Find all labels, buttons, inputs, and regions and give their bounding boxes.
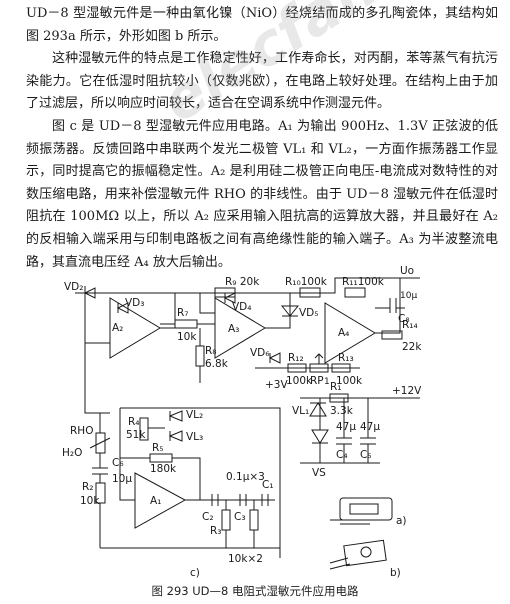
label-vd3: VD₃	[125, 297, 144, 309]
sensor-structure-illustration	[339, 497, 393, 521]
resistor-r11-symbol	[344, 287, 366, 298]
capacitor-c3-symbol	[239, 494, 247, 506]
label-c1: C₁	[262, 479, 274, 491]
label-c1c3-value: 0.1μ×3	[226, 471, 265, 483]
label-vl1: VL₁	[292, 405, 309, 417]
label-fig-b: b)	[390, 567, 401, 579]
label-r4: R₄	[128, 416, 140, 428]
label-r13: R₁₃	[338, 352, 354, 364]
opamp-a3-symbol	[214, 297, 266, 359]
label-vd6: VD₆	[250, 347, 269, 359]
label-plus3v: +3V	[265, 379, 288, 391]
label-c4: C₄	[336, 449, 348, 461]
paragraph-2: 这种湿敏元件的特点是工作稳定性好，工作寿命长，对丙酮，苯等蒸气有抗污染能力。它在…	[26, 51, 498, 112]
label-r8: R₈	[205, 345, 217, 357]
label-fig-c: c)	[190, 567, 200, 579]
resistor-r14-symbol	[381, 330, 403, 340]
label-c4-value: 47μ	[336, 421, 356, 433]
label-h2o: H₂O	[62, 447, 82, 459]
resistor-r10-symbol	[299, 287, 321, 298]
resistor-r12-symbol	[287, 363, 307, 373]
label-r9: R₉ 20k	[225, 276, 260, 288]
capacitor-c2-symbol	[211, 494, 219, 506]
label-uo: Uo	[400, 265, 414, 277]
label-r5-value: 180k	[150, 463, 177, 475]
capacitor-c8-symbol	[389, 298, 397, 313]
label-c6: C₆	[112, 457, 124, 469]
paragraph-1: UD－8 型湿敏元件是一种由氧化镍（NiO）经烧结而成的多孔陶瓷体，其结构如图 …	[26, 6, 498, 44]
diode-vd5-symbol	[280, 305, 300, 317]
label-c5-value: 47μ	[360, 421, 380, 433]
label-r7-value: 10k	[177, 331, 197, 343]
resistor-r4-symbol	[139, 417, 149, 441]
label-a1: A₁	[150, 495, 161, 507]
label-r3: R₃	[210, 525, 222, 537]
paragraph-3: 图 c 是 UD－8 型湿敏元件应用电路。A₁ 为输出 900Hz、1.3V 正…	[26, 118, 499, 270]
label-vd2: VD₂	[64, 281, 83, 293]
led-vl3-symbol	[168, 430, 183, 442]
diode-vd6-symbol	[268, 352, 281, 364]
label-r12-value: 100k	[286, 375, 313, 387]
capacitor-c6-symbol	[92, 467, 108, 475]
label-r7: R₇	[177, 307, 189, 319]
zener-vs-symbol	[311, 429, 329, 444]
resistor-r7-symbol	[174, 319, 198, 329]
diode-vd4-symbol	[223, 292, 236, 304]
label-r14: R₁₄	[402, 319, 418, 331]
label-rho: RHO	[70, 425, 93, 437]
label-r2-value: 10k	[80, 495, 100, 507]
label-r14-value: 22k	[402, 341, 422, 353]
figure-caption: 图 293 UD—8 电阻式湿敏元件应用电路	[151, 584, 359, 598]
label-a4: A₄	[338, 327, 349, 339]
opamp-a2-symbol	[109, 297, 161, 359]
resistor-r1-symbol	[329, 393, 349, 403]
circuit-figure: VD₂ VD₃ A₂ R₇ 10k R₈ 6.8k R₉ 20k VD₄ A₃ …	[0, 258, 510, 604]
label-c2: C₂	[202, 511, 214, 523]
led-vl1-symbol	[309, 402, 327, 417]
capacitor-c5-symbol	[360, 437, 376, 445]
resistor-r5-symbol	[149, 453, 173, 463]
label-c8: C₈	[398, 313, 410, 325]
label-r2: R₂	[82, 481, 94, 493]
label-plus12v: +12V	[392, 385, 422, 397]
opamp-a4-symbol	[324, 302, 376, 364]
led-vl2-symbol	[168, 410, 183, 422]
label-r8-value: 6.8k	[205, 358, 229, 370]
label-r5: R₅	[152, 442, 164, 454]
sensor-package-illustration	[343, 539, 387, 567]
label-a2: A₂	[112, 322, 123, 334]
capacitor-c4-symbol	[336, 437, 352, 445]
circuit-schematic: VD₂ VD₃ A₂ R₇ 10k R₈ 6.8k R₉ 20k VD₄ A₃ …	[62, 265, 422, 579]
diode-vd3-symbol	[116, 302, 129, 314]
label-c8-value: 10μ	[400, 291, 417, 301]
label-r11: R₁₁100k	[342, 276, 385, 288]
label-r12: R₁₂	[288, 352, 304, 364]
label-c5: C₅	[360, 449, 372, 461]
label-vs: VS	[312, 467, 326, 479]
label-rp-sub: 1	[324, 377, 330, 387]
label-r10: R₁₀100k	[285, 276, 328, 288]
resistor-r9-symbol	[214, 287, 236, 298]
label-r1-value: 3.3k	[330, 405, 354, 417]
label-c6-value: 10μ	[112, 473, 132, 485]
label-c3: C₃	[234, 511, 246, 523]
label-vl3: VL₃	[186, 431, 203, 443]
label-r10k2: 10k×2	[228, 553, 263, 565]
label-vd5: VD₅	[299, 307, 318, 319]
label-a3: A₃	[228, 323, 239, 335]
resistor-r13-symbol	[331, 363, 351, 373]
label-fig-a: a)	[396, 515, 407, 527]
label-r13-value: 100k	[336, 375, 363, 387]
label-r4-value: 51k	[126, 429, 146, 441]
label-vd4: VD₄	[232, 301, 251, 313]
resistor-r10k-symbol	[249, 509, 259, 531]
resistor-r8-symbol	[195, 345, 205, 367]
capacitor-c1-symbol	[261, 494, 269, 506]
label-rp: RP	[310, 375, 324, 387]
resistor-r3-symbol	[221, 509, 231, 531]
body-text: UD－8 型湿敏元件是一种由氧化镍（NiO）经烧结而成的多孔陶瓷体，其结构如图 …	[26, 3, 498, 274]
label-r1: R₁	[330, 381, 342, 393]
label-vl2: VL₂	[186, 409, 203, 421]
